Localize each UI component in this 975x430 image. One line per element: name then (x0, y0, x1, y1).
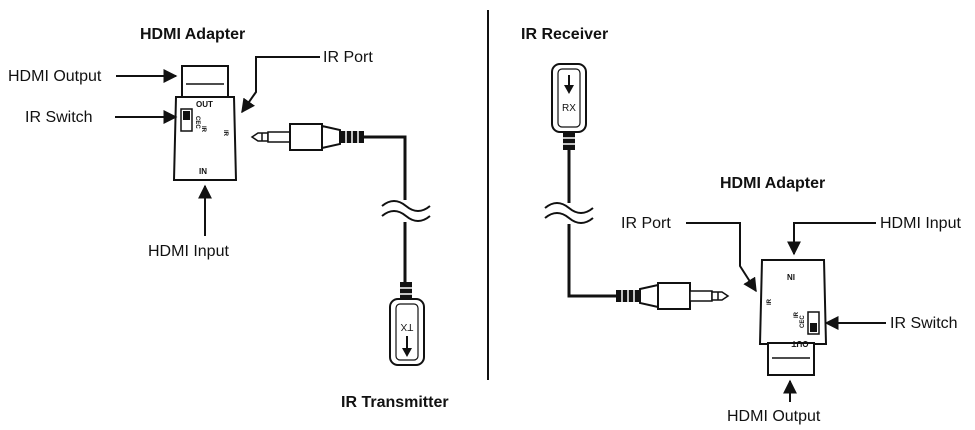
right-port-mark: IR (767, 298, 773, 305)
right-rx-strain-relief (563, 132, 575, 150)
left-cable (364, 135, 407, 200)
left-ir-switch-label: IR Switch (25, 109, 93, 126)
rx-mark: RX (562, 103, 576, 114)
right-hdmi-input-label: HDMI Input (880, 215, 961, 232)
right-in-mark: IN (787, 272, 795, 281)
right-switch-ir: IR (794, 311, 800, 318)
ir-transmitter: TX (389, 298, 425, 366)
right-hdmi-plug (767, 342, 815, 376)
left-in-mark: IN (199, 167, 207, 176)
right-ir-switch-label: IR Switch (890, 315, 958, 332)
left-ir-port-label: IR Port (323, 49, 373, 66)
left-hdmi-plug (181, 65, 229, 99)
right-audio-plug (616, 282, 730, 310)
ir-receiver: RX (551, 63, 587, 133)
right-hdmi-output-label: HDMI Output (727, 408, 821, 425)
right-hdmi-adapter: IN OUT CEC IR IR (758, 259, 828, 376)
right-ir-port-label: IR Port (621, 215, 671, 232)
ir-transmitter-title: IR Transmitter (341, 394, 449, 411)
left-switch-cec: CEC (194, 116, 200, 129)
tx-mark: TX (400, 321, 413, 332)
left-adapter-title: HDMI Adapter (140, 26, 245, 43)
right-out-mark: OUT (791, 339, 808, 348)
left-port-mark: IR (222, 130, 228, 137)
left-audio-plug (250, 123, 364, 151)
ir-receiver-title: IR Receiver (521, 26, 608, 43)
left-hdmi-adapter: OUT IN CEC IR IR (172, 65, 238, 181)
left-tx-strain-relief (400, 282, 412, 300)
left-hdmi-output-label: HDMI Output (8, 68, 102, 85)
right-switch-cec: CEC (800, 315, 806, 328)
right-adapter-title: HDMI Adapter (720, 175, 825, 192)
left-switch-ir: IR (200, 126, 206, 133)
left-hdmi-input-label: HDMI Input (148, 243, 229, 260)
left-out-mark: OUT (196, 100, 213, 109)
